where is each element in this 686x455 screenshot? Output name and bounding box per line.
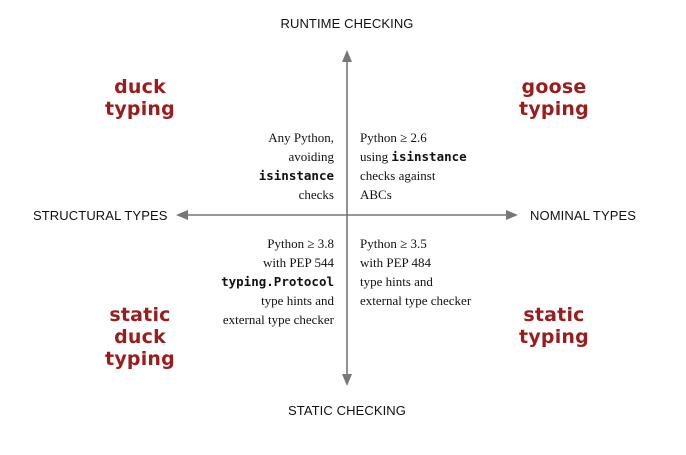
tag-duck-typing: duck typing — [104, 76, 176, 120]
quadrant-text-line: Python ≥ 2.6 — [360, 130, 427, 145]
quadrant-text-line: checks — [298, 187, 334, 202]
quadrant-static-typing-description: Python ≥ 3.5 with PEP 484 type hints and… — [360, 234, 471, 310]
quadrant-text-line: avoiding — [288, 149, 335, 164]
arrow-right-icon — [506, 210, 518, 220]
quadrant-text-line: Python ≥ 3.8 — [267, 236, 334, 251]
code-isinstance: isinstance — [391, 149, 467, 164]
axis-label-runtime-checking: RUNTIME CHECKING — [280, 16, 414, 31]
quadrant-text-line: with PEP 484 — [360, 255, 432, 270]
quadrant-text-line: using isinstance — [360, 147, 467, 166]
quadrant-text-line: type hints and — [261, 293, 334, 308]
quadrant-text-line: type hints and — [360, 274, 433, 289]
tag-goose-typing-line-1: goose — [521, 76, 587, 98]
code-isinstance: isinstance — [258, 168, 334, 183]
quadrant-text-line: with PEP 544 — [262, 255, 334, 270]
quadrant-text-line: external type checker — [222, 312, 334, 327]
axis-label-nominal-types: NOMINAL TYPES — [530, 208, 637, 223]
axis-label-static-checking: STATIC CHECKING — [287, 403, 407, 418]
quadrant-duck-typing-description: Any Python, avoiding isinstance checks — [259, 128, 334, 204]
tag-goose-typing: goose typing — [518, 76, 590, 120]
quadrant-text-line: ABCs — [360, 187, 392, 202]
axis-label-structural-types: STRUCTURAL TYPES — [33, 208, 168, 223]
arrow-up-icon — [342, 50, 352, 62]
tag-static-typing-line-2: typing — [519, 326, 589, 348]
tag-static-duck-typing: static duck typing — [104, 304, 176, 370]
tag-static-typing: static typing — [518, 304, 590, 348]
quadrant-text-line: checks against — [360, 168, 436, 183]
quadrant-text-line: Python ≥ 3.5 — [360, 236, 427, 251]
tag-duck-typing-line-2: typing — [105, 98, 175, 120]
code-typing-protocol: typing.Protocol — [221, 274, 334, 289]
quadrant-text-fragment: using — [360, 149, 392, 164]
tag-goose-typing-line-2: typing — [519, 98, 589, 120]
arrow-left-icon — [176, 210, 188, 220]
tag-static-duck-typing-line-3: typing — [105, 348, 175, 370]
quadrant-static-duck-typing-description: Python ≥ 3.8 with PEP 544 typing.Protoco… — [221, 234, 334, 329]
tag-duck-typing-line-1: duck — [114, 76, 166, 98]
tag-static-duck-typing-line-2: duck — [114, 326, 166, 348]
quadrant-text-line: Any Python, — [268, 130, 334, 145]
arrow-down-icon — [342, 374, 352, 386]
tag-static-duck-typing-line-1: static — [109, 304, 171, 326]
quadrant-text-line: external type checker — [360, 293, 472, 308]
tag-static-typing-line-1: static — [523, 304, 585, 326]
quadrant-goose-typing-description: Python ≥ 2.6 using isinstance checks aga… — [360, 128, 467, 204]
